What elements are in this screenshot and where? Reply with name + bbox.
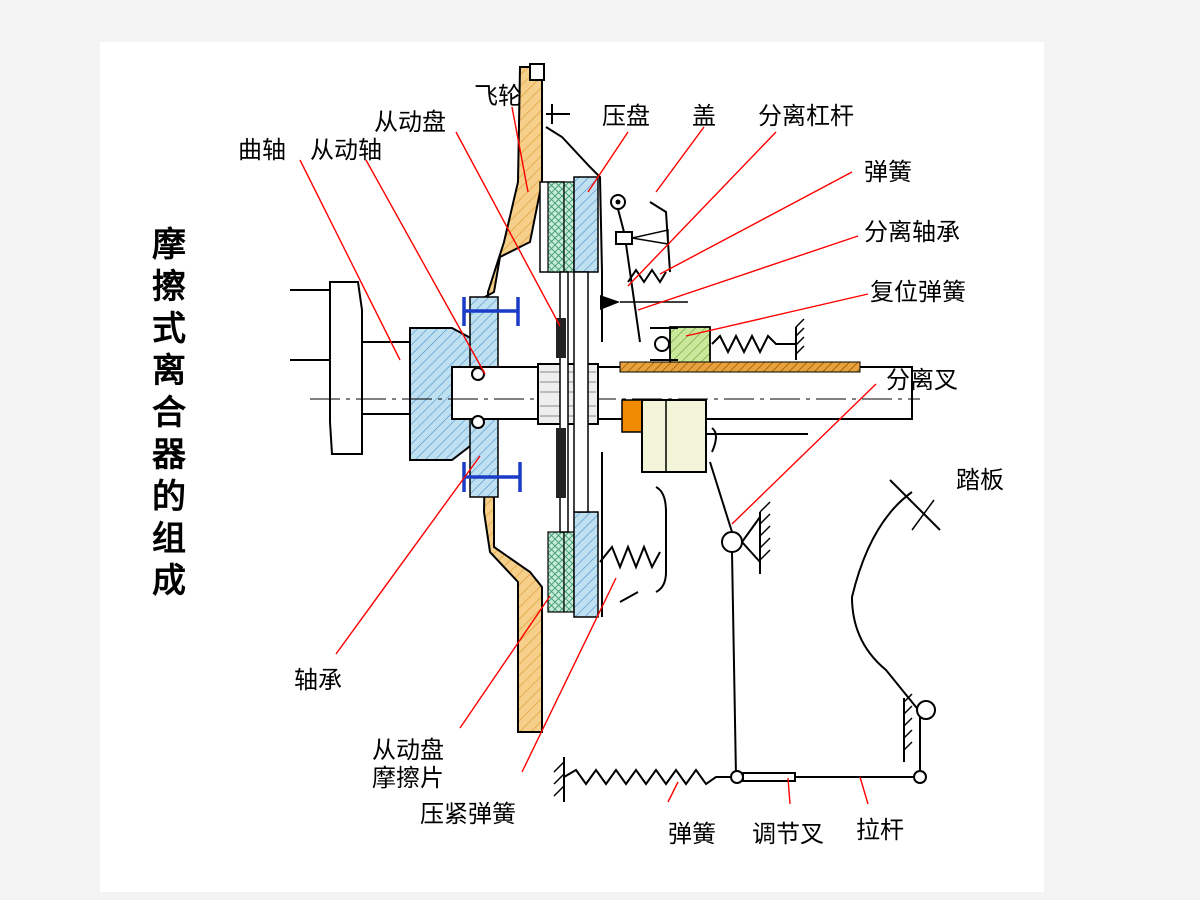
title-char: 组 [152, 519, 186, 559]
pressure-spring-shape [599, 486, 667, 603]
shaft-sleeve [619, 361, 861, 373]
leader-lines [299, 106, 877, 805]
title-char: 器 [152, 435, 187, 475]
label-spring-bottom: 弹簧 [668, 820, 716, 848]
label-flywheel: 飞轮 [474, 82, 522, 110]
clutch-cover [545, 126, 603, 617]
title-char: 式 [152, 309, 186, 349]
driven-disc [539, 181, 575, 613]
vertical-title: 摩擦式离合器的组成 [152, 225, 187, 601]
label-return-spring: 复位弹簧 [870, 278, 966, 306]
label-friction-line1: 从动盘 [372, 736, 444, 764]
label-pull-rod: 拉杆 [856, 816, 904, 844]
title-char: 合 [152, 393, 186, 433]
pressure-plate [573, 176, 599, 618]
label-adjust-fork: 调节叉 [752, 820, 824, 848]
label-pressure-spring: 压紧弹簧 [420, 800, 516, 828]
label-release-lever: 分离杠杆 [758, 102, 854, 130]
release-lever [610, 194, 671, 343]
label-cover: 盖 [692, 102, 716, 130]
crankshaft-part [290, 281, 479, 461]
label-release-fork: 分离叉 [886, 366, 958, 394]
orange-ring [621, 399, 643, 433]
slide: 摩擦式离合器的组成 [100, 42, 1044, 892]
label-release-bearing: 分离轴承 [864, 218, 960, 246]
label-driven-disc: 从动盘 [374, 108, 446, 136]
page-title: 摩擦式离合器的组成 [152, 225, 187, 601]
title-char: 的 [152, 477, 186, 517]
release-sleeve [641, 399, 707, 473]
bolt-top [462, 297, 520, 326]
label-driven-shaft: 从动轴 [310, 136, 382, 164]
label-bearing: 轴承 [294, 666, 342, 694]
release-fork [709, 461, 771, 778]
title-char: 擦 [152, 267, 186, 307]
return-spring [711, 318, 805, 360]
label-pedal: 踏板 [956, 466, 1004, 494]
title-char: 成 [152, 561, 186, 601]
title-char: 离 [152, 351, 186, 391]
label-spring: 弹簧 [864, 158, 912, 186]
title-char: 摩 [152, 225, 186, 265]
label-crankshaft: 曲轴 [238, 136, 286, 164]
pedal [850, 479, 941, 770]
linkage [553, 757, 927, 802]
label-friction-line2: 摩擦片 [372, 764, 444, 792]
label-pressure-plate: 压盘 [602, 102, 650, 130]
clutch-diagram: 摩擦式离合器的组成 [152, 63, 1004, 848]
